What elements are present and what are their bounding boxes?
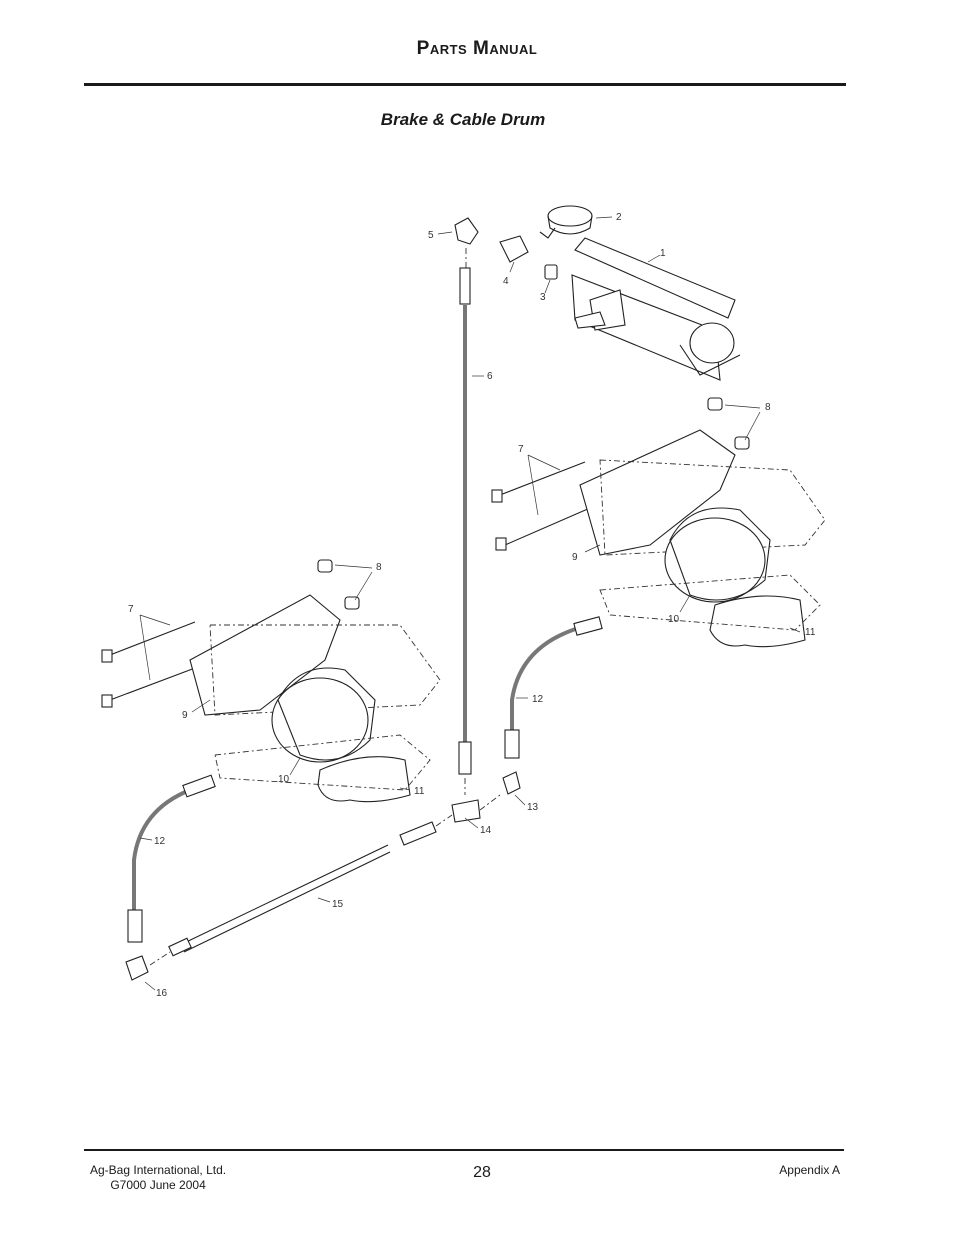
elbow-fitting-5 — [454, 217, 479, 245]
adapter-fitting — [399, 821, 437, 846]
callout-9-left: 9 — [182, 710, 188, 721]
callout-4: 4 — [503, 276, 509, 287]
callout-14: 14 — [480, 825, 492, 836]
callout-7-right: 7 — [518, 444, 524, 455]
fitting-3 — [544, 264, 558, 280]
callout-2: 2 — [616, 212, 622, 223]
tube-end-6-top — [459, 267, 471, 305]
callout-10-left: 10 — [278, 774, 290, 785]
callout-15: 15 — [332, 899, 344, 910]
tee-fitting-14 — [451, 799, 481, 823]
page-header-title: Parts Manual — [416, 38, 538, 59]
callout-11-right: 11 — [805, 627, 816, 638]
callout-10-right: 10 — [668, 614, 680, 625]
callout-16: 16 — [156, 988, 168, 999]
footer-model-date: G7000 June 2004 — [110, 1178, 206, 1192]
callout-11-left: 11 — [414, 786, 425, 797]
tee-fitting-4 — [499, 235, 529, 263]
section-title: Brake & Cable Drum — [380, 110, 546, 129]
callout-12-right: 12 — [532, 694, 544, 705]
footer-rule — [84, 1149, 844, 1151]
page-number: 28 — [473, 1164, 491, 1181]
callout-8-left: 8 — [376, 562, 382, 573]
elbow-fitting-16 — [125, 955, 149, 981]
footer-company-block: Ag-Bag International, Ltd. G7000 June 20… — [90, 1163, 226, 1193]
footer-appendix: Appendix A — [779, 1163, 840, 1177]
right-brake-assembly — [491, 397, 826, 648]
callout-1: 1 — [660, 248, 666, 259]
master-cylinder — [571, 237, 741, 381]
tube-end-6-bottom — [458, 741, 472, 775]
callout-7-left: 7 — [128, 604, 134, 615]
callout-6: 6 — [487, 371, 493, 382]
leader-lines — [139, 216, 801, 991]
left-brake-assembly — [101, 559, 441, 803]
callout-8-right: 8 — [765, 402, 771, 413]
elbow-fitting-13 — [502, 771, 521, 795]
callout-12-left: 12 — [154, 836, 166, 847]
header-rule — [84, 83, 846, 86]
callout-13: 13 — [527, 802, 539, 813]
callout-9-right: 9 — [572, 552, 578, 563]
exploded-parts-diagram: 1 2 3 4 5 6 7 8 9 10 11 12 13 14 7 8 9 1… — [101, 205, 826, 999]
footer-company: Ag-Bag International, Ltd. — [90, 1163, 227, 1177]
callout-3: 3 — [540, 292, 546, 303]
pressure-gauge — [539, 205, 593, 239]
callout-5: 5 — [428, 230, 434, 241]
